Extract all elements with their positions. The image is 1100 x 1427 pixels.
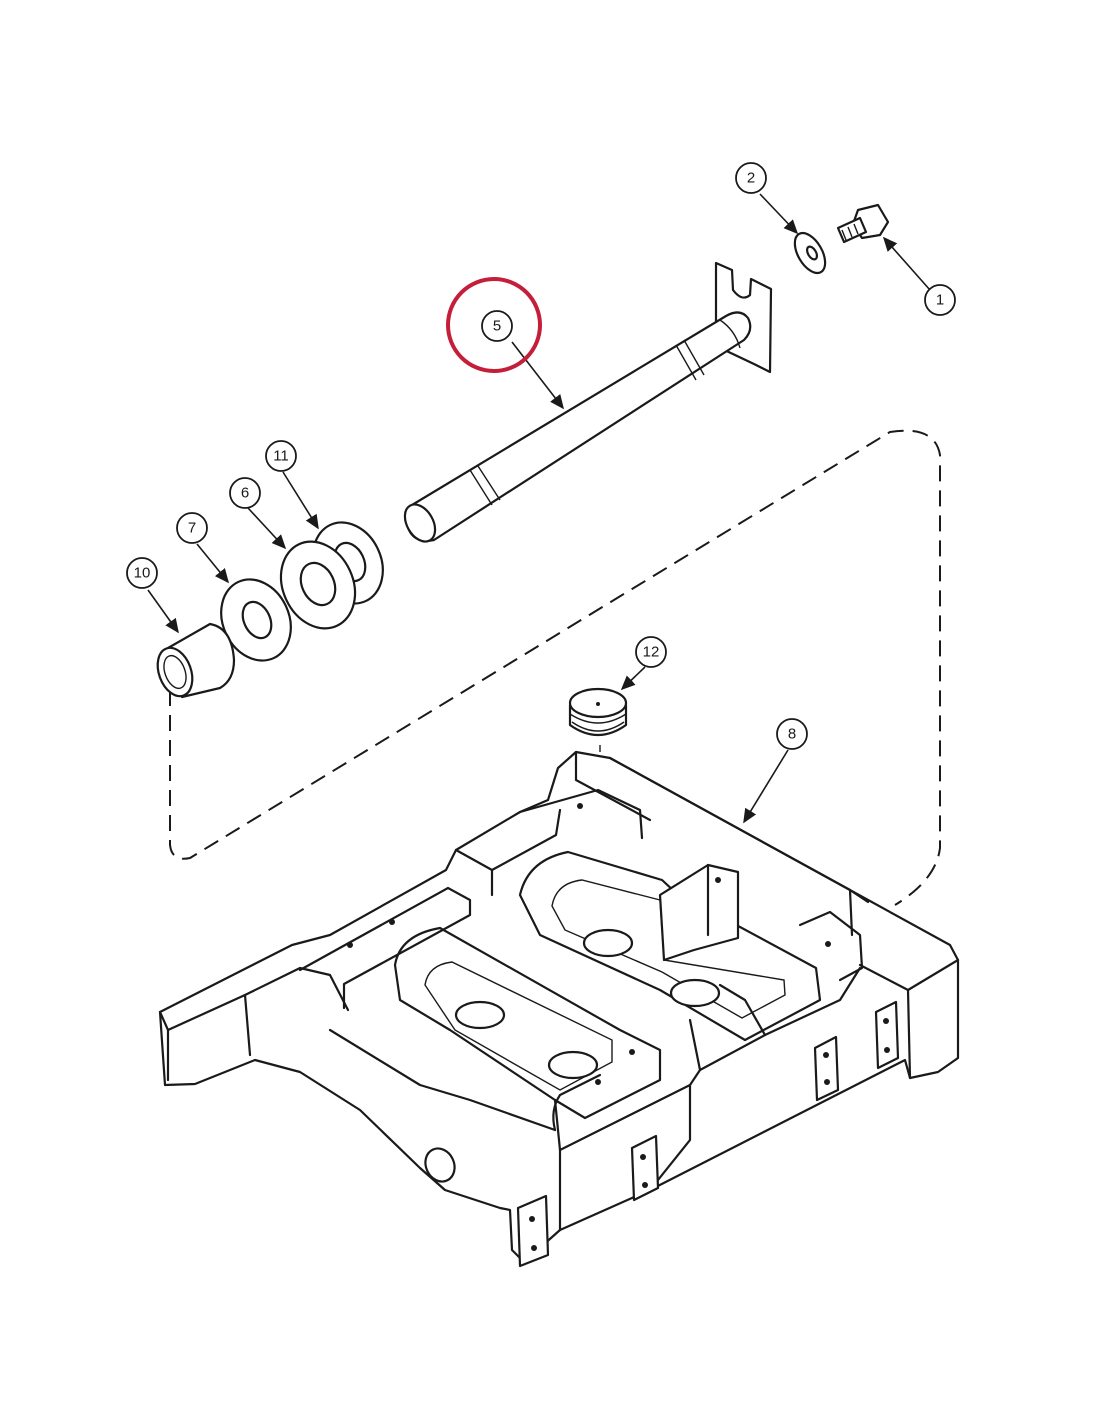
callout-12: 12	[635, 636, 667, 668]
bushing-part	[156, 622, 236, 699]
side-hole	[424, 1147, 456, 1183]
hole-4	[547, 1050, 599, 1080]
plug-part	[568, 687, 628, 935]
washer-6-part	[279, 540, 357, 630]
hole-1	[454, 1000, 506, 1030]
leader-lines	[147, 193, 931, 824]
callout-label-12: 12	[643, 644, 660, 661]
hole-2	[582, 928, 634, 958]
bolt-part	[836, 203, 890, 244]
hole-3	[669, 978, 721, 1008]
shaft-part	[403, 261, 773, 543]
callout-10: 10	[126, 557, 158, 589]
assembly-outline	[169, 429, 941, 906]
callout-2: 2	[735, 162, 767, 194]
callout-label-8: 8	[788, 726, 796, 743]
callout-label-1: 1	[936, 292, 944, 309]
callout-1: 1	[924, 284, 956, 316]
callout-label-5: 5	[493, 318, 501, 335]
highlight-ring	[446, 277, 542, 373]
callout-8: 8	[776, 718, 808, 750]
callout-label-2: 2	[747, 170, 755, 187]
callout-11: 11	[265, 440, 297, 472]
callout-label-6: 6	[241, 485, 249, 502]
callout-label-7: 7	[188, 520, 196, 537]
callout-7: 7	[176, 512, 208, 544]
frame-part	[158, 750, 960, 1268]
callout-label-11: 11	[273, 448, 289, 465]
callout-label-10: 10	[134, 565, 151, 582]
washer-part	[793, 231, 827, 275]
callout-5: 5	[481, 310, 513, 342]
callout-6: 6	[229, 477, 261, 509]
